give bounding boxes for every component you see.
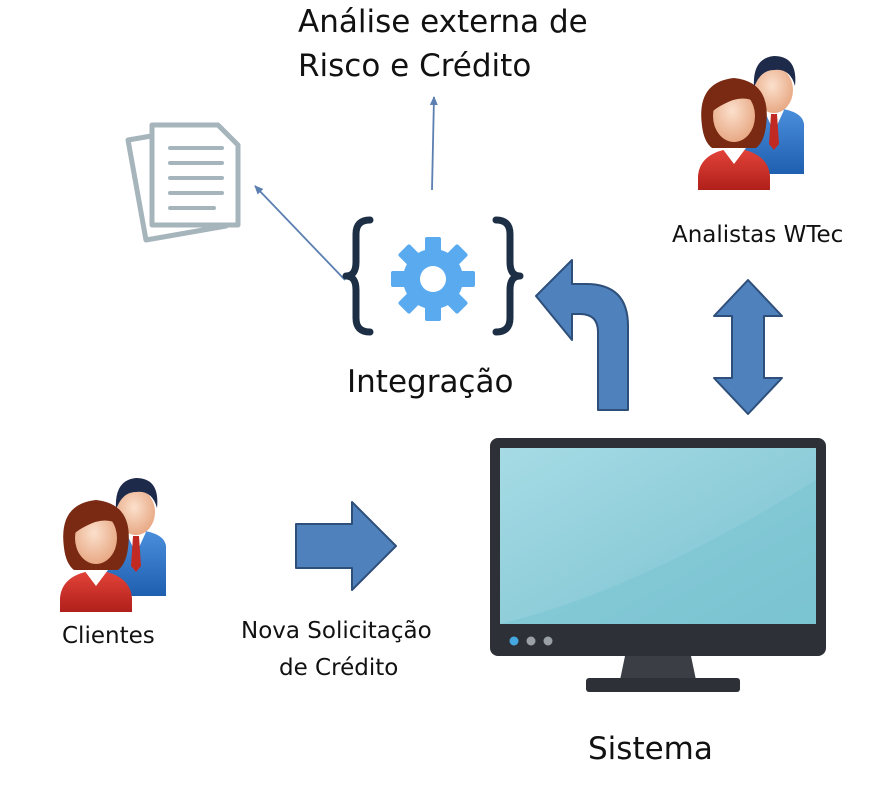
nova-solicitacao-label-line1: Nova Solicitação (241, 618, 432, 644)
gear-icon (391, 237, 475, 321)
analise-externa-title-line2: Risco e Crédito (298, 48, 532, 84)
arrow-to-documents (254, 185, 346, 281)
analise-externa-title-line1: Análise externa de (298, 4, 588, 40)
integracao-label: Integração (347, 364, 514, 400)
sistema-label: Sistema (588, 731, 713, 767)
arrow-sistema-to-integracao (535, 259, 629, 411)
arrow-sistema-analistas (713, 279, 783, 415)
curly-braces-icon (342, 216, 524, 336)
analistas-label: Analistas WTec (672, 222, 844, 248)
users-group-icon (698, 56, 804, 190)
arrow-to-analise-externa (429, 96, 438, 191)
arrow-nova-solicitacao (295, 501, 397, 591)
monitor-icon (490, 438, 826, 692)
documents-icon (125, 122, 241, 243)
clientes-label: Clientes (62, 623, 155, 649)
nova-solicitacao-label-line2: de Crédito (279, 655, 399, 681)
users-group-icon (60, 478, 166, 612)
